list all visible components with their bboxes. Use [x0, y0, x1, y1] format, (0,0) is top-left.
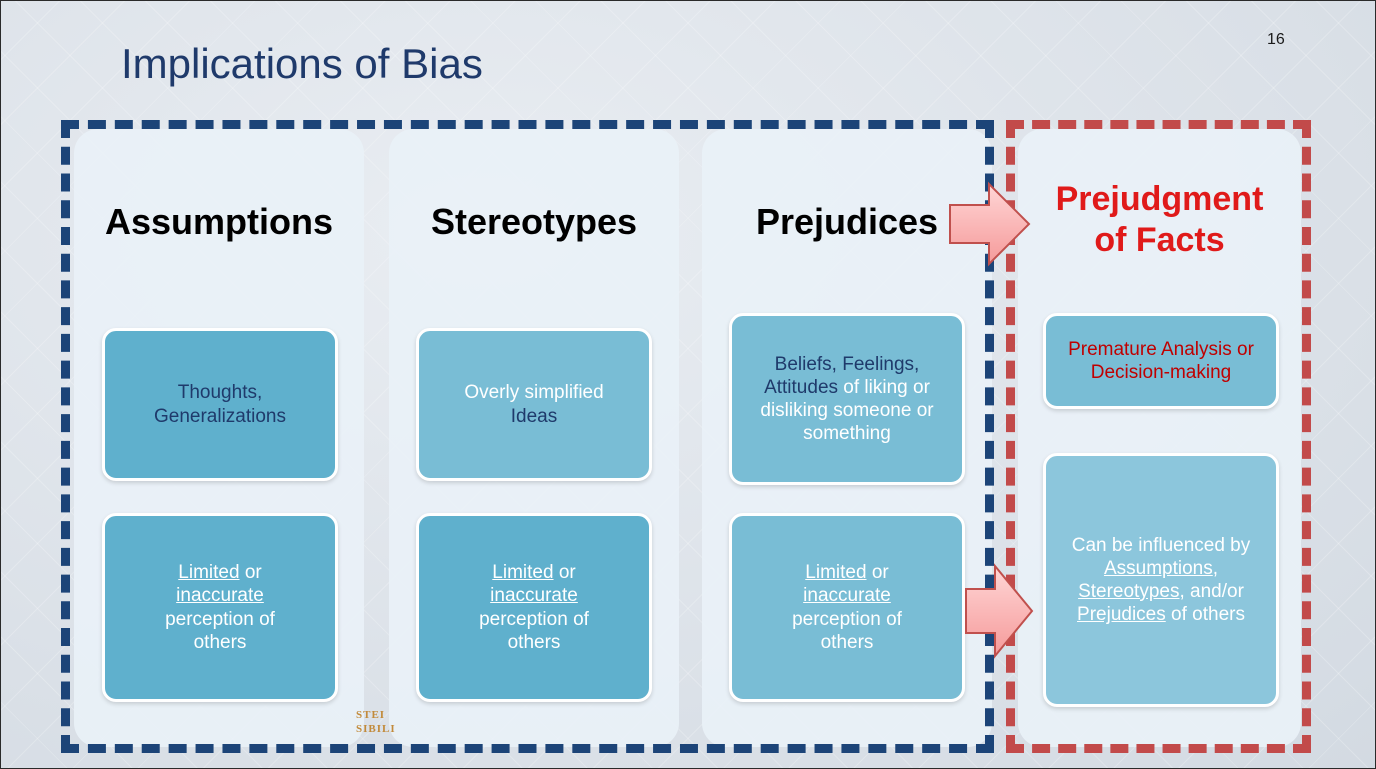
text-limited: Limited [178, 562, 240, 584]
text-premature-analysis: Premature Analysis or Decision-making [1068, 338, 1254, 383]
prejudgment-group-frame [1006, 120, 1311, 753]
box-text: Premature Analysis or Decision-making [1061, 338, 1261, 384]
text-perception: perception of others [792, 608, 902, 653]
column-heading: Prejudices [755, 201, 939, 242]
text-overly-simplified: Overly simplified [464, 382, 604, 404]
bias-group-frame [61, 120, 994, 753]
perception-box: Limited or inaccurate perception of othe… [102, 513, 338, 702]
text-limited: Limited [492, 562, 554, 584]
perception-box: Limited or inaccurate perception of othe… [729, 513, 965, 702]
box-text: Overly simplified Ideas [464, 381, 603, 427]
box-text: Beliefs, Feelings, Attitudes of liking o… [752, 353, 942, 446]
watermark-logo: STEI SIBILI [356, 708, 396, 737]
premature-analysis-box: Premature Analysis or Decision-making [1043, 313, 1279, 409]
text-inaccurate: inaccurate [803, 585, 891, 607]
slide-title: Implications of Bias [121, 40, 483, 87]
column-heading: Stereotypes [430, 201, 638, 242]
influenced-box: Can be influenced by Assumptions, Stereo… [1043, 453, 1279, 707]
perception-box: Limited or inaccurate perception of othe… [416, 513, 652, 702]
text-beliefs-feelings: Beliefs, Feelings, [774, 353, 920, 375]
text-perception: perception of others [165, 608, 275, 653]
box-text: Can be influenced by Assumptions, Stereo… [1061, 534, 1261, 627]
text-inaccurate: inaccurate [176, 585, 264, 607]
text-assumptions: Assumptions [1103, 557, 1213, 579]
column-heading: Assumptions [104, 201, 334, 242]
text-liking-disliking: of liking or disliking someone or someth… [760, 376, 934, 445]
text-or: or [558, 562, 576, 584]
text-stereotypes: Stereotypes [1078, 581, 1180, 602]
heading-line-1: Prejudgment [1055, 180, 1264, 218]
text-of-others: of others [1171, 604, 1245, 626]
text-attitudes: Attitudes [764, 376, 839, 398]
text-inaccurate: inaccurate [490, 585, 578, 607]
thoughts-box: Thoughts, Generalizations [102, 328, 338, 481]
box-text: Limited or inaccurate perception of othe… [469, 561, 599, 654]
heading-line-2: of Facts [1094, 221, 1225, 260]
slide-number: 16 [1267, 31, 1285, 48]
column-heading: Prejudgment of Facts [1018, 179, 1301, 262]
right-arrow-icon [949, 181, 1031, 267]
box-text: Limited or inaccurate perception of othe… [155, 561, 285, 654]
watermark-line-2: SIBILI [356, 723, 396, 736]
box-text: Limited or inaccurate perception of othe… [782, 561, 912, 654]
text-generalizations: Generalizations [153, 405, 287, 427]
box-text: Thoughts, Generalizations [154, 381, 286, 427]
text-perception: perception of others [479, 608, 589, 653]
right-arrow-icon [965, 563, 1034, 659]
text-comma: , [1212, 557, 1219, 579]
text-and-or: , and/or [1179, 581, 1244, 602]
text-prejudices: Prejudices [1077, 604, 1166, 626]
overly-simplified-box: Overly simplified Ideas [416, 328, 652, 481]
text-influenced-by: Can be influenced by [1071, 534, 1251, 556]
text-or: or [244, 562, 262, 584]
text-ideas: Ideas [510, 405, 558, 427]
watermark-line-1: STEI [356, 709, 386, 721]
text-or: or [871, 562, 889, 584]
text-limited: Limited [805, 562, 867, 584]
text-thoughts: Thoughts, [177, 382, 263, 404]
beliefs-box: Beliefs, Feelings, Attitudes of liking o… [729, 313, 965, 485]
